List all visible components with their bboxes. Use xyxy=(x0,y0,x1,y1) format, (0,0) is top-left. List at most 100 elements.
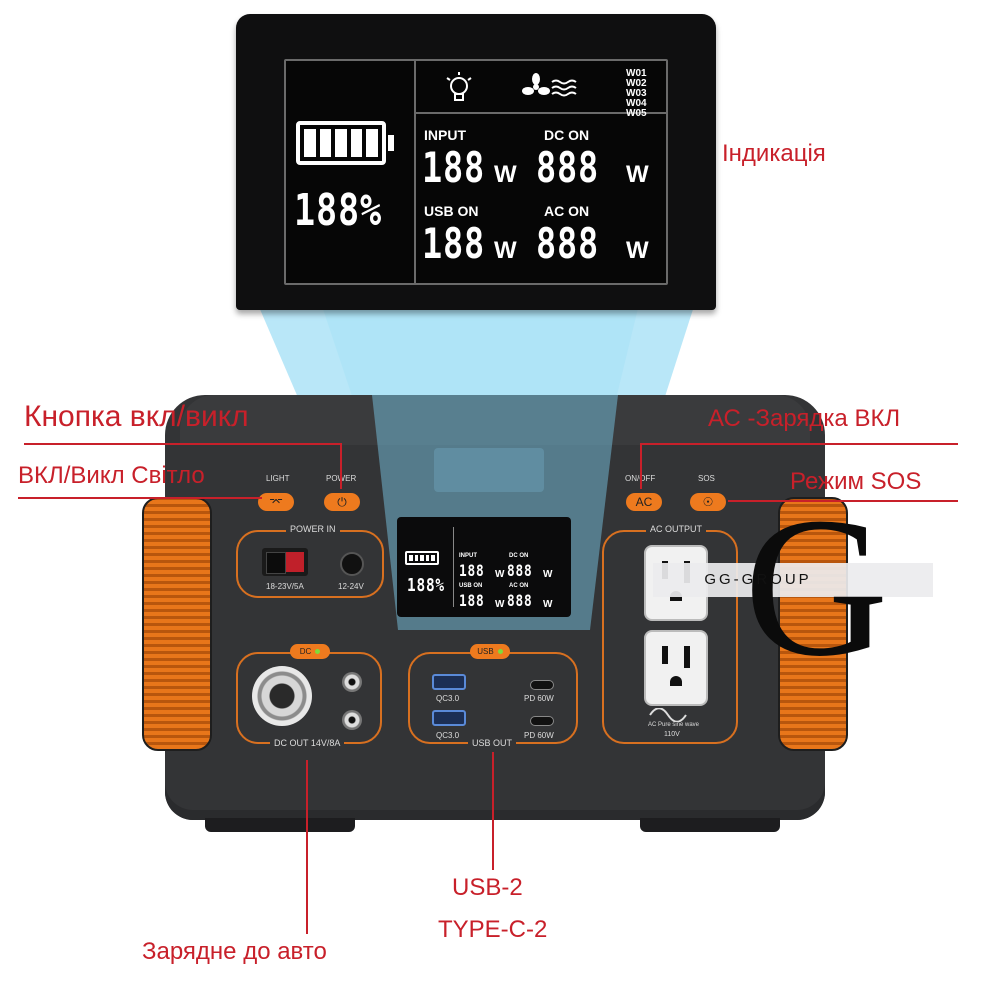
power-button-leader-h xyxy=(24,443,342,445)
ac-on-label: AC ON xyxy=(544,203,590,219)
annotation-type-c-count: TYPE-C-2 xyxy=(438,916,548,943)
device-lcd: 188% INPUT 188 W DC ON 888 W USB ON 188 … xyxy=(397,517,571,617)
usb-on-label: USB ON xyxy=(424,203,479,219)
annotation-sos-mode: Режим SOS xyxy=(790,468,922,495)
device-dc-label: DC ON xyxy=(509,553,529,559)
fan-icon xyxy=(522,73,577,97)
annotation-car-charger: Зарядне до авто xyxy=(142,938,327,965)
outlet-slot xyxy=(684,646,690,668)
usb-on-unit: W xyxy=(494,237,517,264)
power-button[interactable]: ⏻ xyxy=(324,493,360,511)
device-dc-value: 888 xyxy=(507,561,533,580)
lcd-screen: 188% W01 W02 W03 W04 W05 INPUT 188 xyxy=(284,59,668,285)
pd-label-2: PD 60W xyxy=(524,731,554,740)
anderson-port[interactable] xyxy=(262,548,308,576)
w-code-list: W01 W02 W03 W04 W05 xyxy=(626,69,647,119)
outlet-ground xyxy=(670,676,682,686)
sos-label: SOS xyxy=(698,474,715,483)
car-socket[interactable] xyxy=(252,666,312,726)
dc-on-unit: W xyxy=(626,161,649,188)
ac-on-unit: W xyxy=(626,237,649,264)
w-code: W01 xyxy=(626,68,647,79)
right-foot xyxy=(640,818,780,832)
lcd-enlarged: 188% W01 W02 W03 W04 W05 INPUT 188 xyxy=(236,14,716,310)
dc-on-value: 888 xyxy=(536,143,600,192)
ac-charge-leader-h xyxy=(640,443,958,445)
sos-mode-leader xyxy=(728,500,958,502)
light-toggle-leader xyxy=(18,497,262,499)
w-code: W03 xyxy=(626,88,647,99)
sos-lamp-icon: ☉ xyxy=(702,495,714,509)
dc-status-led xyxy=(315,649,321,655)
left-foot xyxy=(205,818,355,832)
dc5521-port-2[interactable] xyxy=(342,710,362,730)
device-ac-label: AC ON xyxy=(509,583,529,589)
right-orange-grip xyxy=(778,497,848,751)
anderson-red-contact xyxy=(286,552,304,572)
annotation-light-toggle: ВКЛ/Викл Світло xyxy=(18,462,205,489)
ac-outlet-bottom[interactable] xyxy=(644,630,708,706)
dc5521-port-1[interactable] xyxy=(342,672,362,692)
device-battery-icon xyxy=(405,551,439,565)
sos-button[interactable]: ☉ xyxy=(690,493,726,511)
ac-output-title: AC OUTPUT xyxy=(646,524,707,534)
annotation-ac-charge: АС -Зарядка ВКЛ xyxy=(708,405,901,432)
usb-out-label: USB OUT xyxy=(468,738,517,748)
watermark-bar xyxy=(653,563,933,597)
annotation-usb-count: USB-2 xyxy=(452,874,523,901)
power-button-leader-v xyxy=(340,443,342,489)
anderson-black-contact xyxy=(266,552,286,574)
dc-jack-port[interactable] xyxy=(340,552,364,576)
watermark-text: GG-GROUP xyxy=(704,571,812,588)
dc-jack-spec: 12-24V xyxy=(338,582,364,591)
w-code: W05 xyxy=(626,108,647,119)
usb-pill-label: USB xyxy=(477,647,494,656)
input-value: 188 xyxy=(422,143,486,192)
annotation-power-button: Кнопка вкл/викл xyxy=(24,400,249,433)
power-in-title: POWER IN xyxy=(286,524,340,534)
voltage-label: 110V xyxy=(664,731,680,738)
usb-c-port-1[interactable] xyxy=(530,680,554,690)
dc-out-label: DC OUT 14V/8A xyxy=(270,738,345,748)
power-station-top xyxy=(180,395,810,445)
lcd-hline xyxy=(416,112,666,114)
device-input-value: 188 xyxy=(459,561,485,580)
device-lcd-divider xyxy=(453,527,454,607)
sine-label: AC Pure sine wave xyxy=(648,722,700,728)
w-code: W04 xyxy=(626,98,647,109)
battery-percent: 188% xyxy=(294,185,382,236)
device-ac-value: 888 xyxy=(507,591,533,610)
usb-pill[interactable]: USB xyxy=(470,644,510,659)
left-orange-grip xyxy=(142,497,212,751)
device-usb-label: USB ON xyxy=(459,583,483,589)
device-input-label: INPUT xyxy=(459,553,477,559)
sine-wave-icon xyxy=(649,708,687,722)
dc-pill[interactable]: DC xyxy=(290,644,330,659)
light-button[interactable]: ⌤ xyxy=(258,493,294,511)
device-usb-unit: W xyxy=(495,599,505,610)
ac-button[interactable]: AC xyxy=(626,493,662,511)
top-window xyxy=(434,448,544,492)
qc-label-1: QC3.0 xyxy=(436,694,460,703)
usb-status-led xyxy=(497,649,503,655)
w-code: W02 xyxy=(626,78,647,89)
usb-c-port-2[interactable] xyxy=(530,716,554,726)
usb-leader xyxy=(492,752,494,870)
device-ac-unit: W xyxy=(543,599,553,610)
pd-label-1: PD 60W xyxy=(524,694,554,703)
anderson-spec: 18-23V/5A xyxy=(266,582,304,591)
input-unit: W xyxy=(494,161,517,188)
device-dc-unit: W xyxy=(543,569,553,580)
power-icon: ⏻ xyxy=(337,495,347,509)
qc-label-2: QC3.0 xyxy=(436,731,460,740)
usb-on-value: 188 xyxy=(422,219,486,268)
device-usb-value: 188 xyxy=(459,591,485,610)
dc-on-label: DC ON xyxy=(544,127,590,143)
watermark-logo-letter: G xyxy=(744,477,889,698)
ac-on-value: 888 xyxy=(536,219,600,268)
input-label: INPUT xyxy=(424,127,466,143)
ac-charge-leader-v xyxy=(640,443,642,489)
device-percent: 188% xyxy=(407,575,445,596)
usb-a-port-1[interactable] xyxy=(432,674,466,690)
usb-a-port-2[interactable] xyxy=(432,710,466,726)
